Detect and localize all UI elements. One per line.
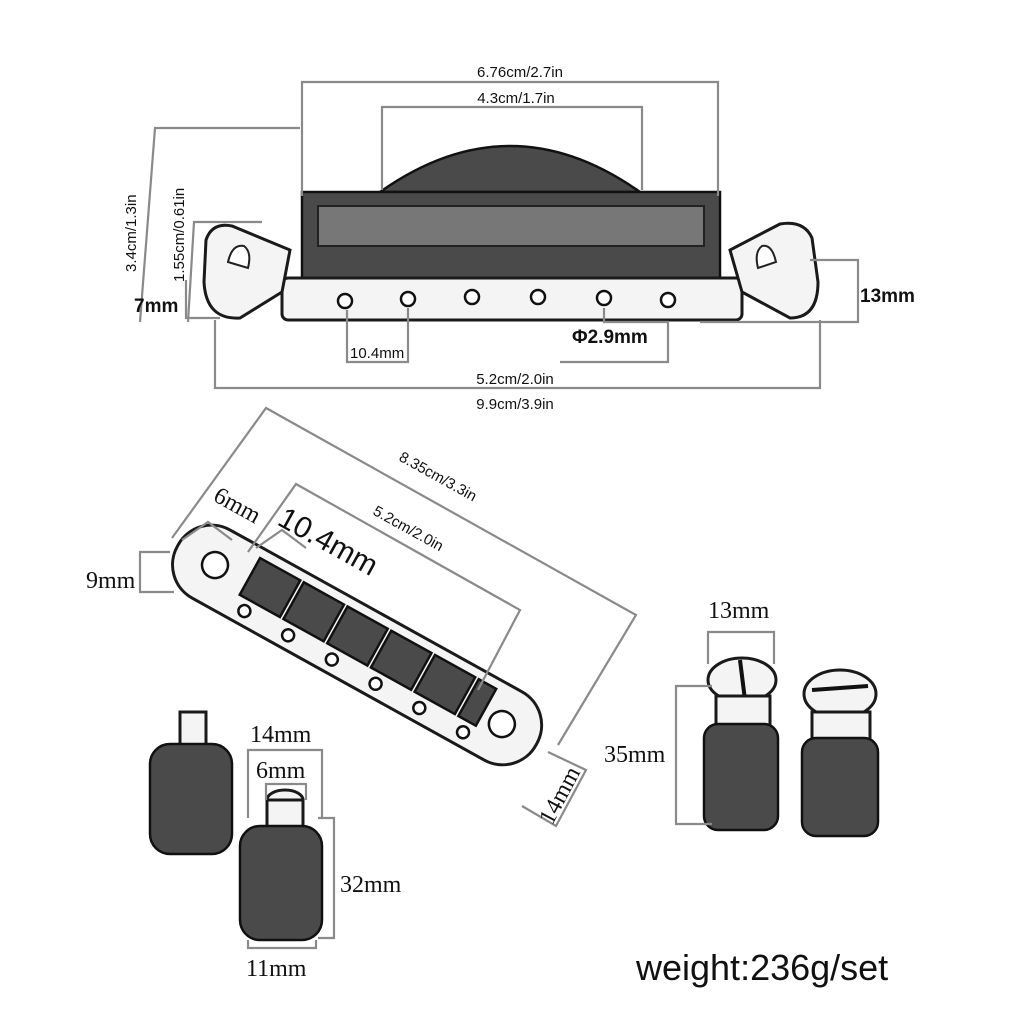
bridge-dimensions	[138, 406, 638, 828]
post-right-neck	[714, 694, 772, 728]
label-hole-diameter: Φ2.9mm	[572, 327, 648, 348]
dim-line-depth	[521, 751, 588, 828]
label-end-hole: 6mm	[209, 483, 265, 530]
post-left-drawing	[148, 710, 324, 942]
label-post-spacing: 5.2cm/2.0in	[476, 371, 554, 388]
bridge-saddle	[325, 604, 390, 668]
label-bridge-length: 8.35cm/3.3in	[396, 449, 479, 506]
dim-line-left-height	[184, 280, 220, 320]
right-hook-slot	[755, 244, 778, 270]
bridge-end-hole-right	[487, 709, 517, 739]
dim-line-right-height	[700, 258, 860, 324]
tailpiece-dome	[376, 144, 644, 194]
bridge-saddle	[369, 629, 434, 692]
dim-line-end-hole	[181, 520, 233, 541]
post-right-drawing	[702, 656, 880, 838]
dim-line-saddle-pitch	[255, 528, 307, 549]
bridge-end-hole-left	[200, 550, 230, 580]
dim-line-post-short-height	[318, 816, 336, 940]
dim-line-width-inner	[380, 105, 644, 190]
saddle-screw	[455, 725, 471, 740]
label-post-top-diameter: 13mm	[708, 598, 770, 624]
dim-line-hole-spacing	[345, 308, 410, 364]
string-hole	[463, 288, 481, 306]
saddle-screw	[368, 676, 383, 692]
tailpiece-drawing	[202, 144, 820, 322]
dim-line-saddle-span	[247, 482, 522, 691]
bridge-drawing	[171, 523, 544, 767]
post-left-stud	[178, 710, 208, 748]
bridge-saddle	[238, 556, 302, 619]
string-hole	[336, 292, 354, 310]
dim-line-post-height	[674, 684, 712, 826]
label-post-short-height: 32mm	[340, 872, 402, 898]
dim-line-post-top-diameter	[706, 630, 776, 664]
dim-line-bridge-length	[171, 406, 638, 746]
post-right-sleeve	[702, 722, 780, 832]
label-post-outer-diameter: 14mm	[250, 722, 312, 748]
string-hole	[595, 289, 613, 307]
left-hook-slot	[226, 244, 251, 270]
post-right-dimensions	[674, 630, 776, 826]
label-post-height: 35mm	[604, 742, 666, 768]
post-left-sleeve	[148, 742, 234, 856]
tailpiece-right-hook	[728, 221, 820, 320]
post-left-dimensions	[246, 748, 336, 950]
dim-line-hole-diameter	[560, 308, 670, 364]
label-height-body: 1.55cm/0.61in	[171, 188, 188, 282]
string-hole	[529, 288, 547, 306]
string-hole	[659, 291, 677, 309]
bridge-saddle	[412, 653, 477, 716]
tailpiece-left-hook	[202, 223, 292, 320]
dim-line-total-length	[213, 320, 822, 390]
label-height-total: 3.4cm/1.3in	[123, 194, 140, 272]
saddle-screw	[412, 700, 427, 716]
bridge-saddle	[456, 677, 498, 728]
dim-line-end-height	[138, 550, 174, 594]
saddle-screw	[280, 628, 296, 643]
dim-line-width-outer	[300, 80, 720, 196]
label-right-height: 13mm	[860, 286, 915, 307]
label-post-base-diameter: 11mm	[246, 956, 307, 982]
label-total-length: 9.9cm/3.9in	[476, 396, 554, 413]
label-hole-spacing: 10.4mm	[350, 345, 404, 362]
string-hole	[399, 290, 417, 308]
dim-line-post-base-diameter	[246, 940, 318, 950]
saddle-screw	[324, 652, 340, 667]
label-depth: 14mm	[534, 762, 586, 829]
post-right2-slot	[811, 684, 869, 692]
dim-line-height-body	[186, 220, 262, 323]
dim-line-height-total	[138, 126, 300, 323]
label-width-outer: 6.76cm/2.7in	[477, 64, 563, 81]
label-post-inner-diameter: 6mm	[256, 758, 306, 784]
tailpiece-dimensions	[138, 80, 860, 390]
tailpiece-base	[280, 276, 744, 322]
tailpiece-engraving	[317, 205, 705, 247]
weight-label: weight:236g/set	[635, 947, 888, 988]
dim-line-post-outer-diameter	[246, 748, 324, 818]
bridge-saddle	[281, 580, 346, 643]
label-width-inner: 4.3cm/1.7in	[477, 90, 555, 107]
label-end-height: 9mm	[86, 568, 136, 594]
post-left2-sleeve	[238, 824, 324, 942]
post-right2-sleeve	[800, 736, 880, 838]
post-right2-neck	[810, 710, 872, 742]
post-right-slot	[738, 659, 747, 701]
label-left-height: 7mm	[134, 296, 178, 317]
saddle-screw	[237, 603, 252, 619]
dim-line-post-inner-diameter	[264, 782, 308, 800]
